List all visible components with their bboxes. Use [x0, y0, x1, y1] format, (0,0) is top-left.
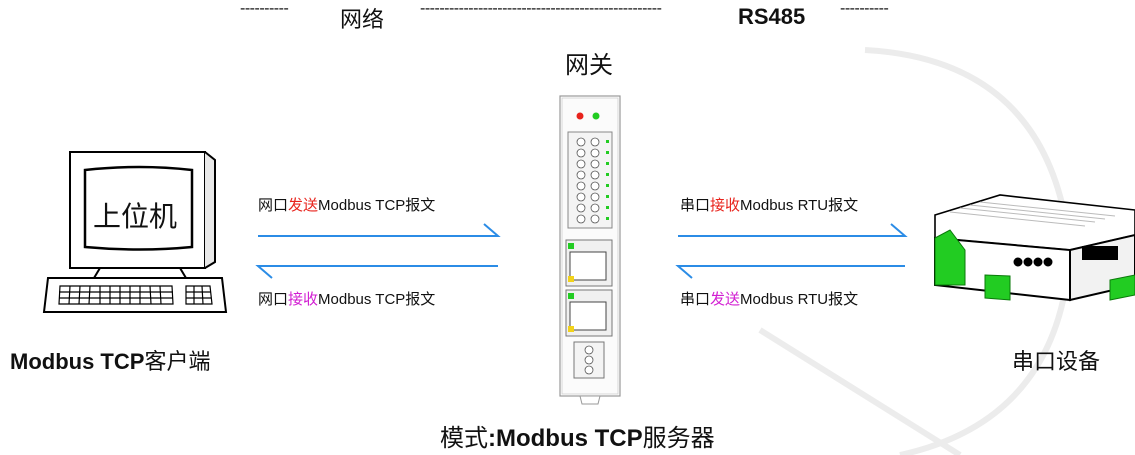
- left-send-message: 网口发送Modbus TCP报文: [258, 194, 435, 215]
- left-arrows: [255, 223, 501, 279]
- header-dashes-right: ----------: [840, 0, 889, 17]
- left-receive-protocol: Modbus TCP: [318, 291, 406, 308]
- arrow-receive-from-gateway: [255, 265, 498, 279]
- right-receive-protocol: Modbus RTU: [740, 197, 829, 214]
- left-receive-message: 网口接收Modbus TCP报文: [258, 288, 435, 309]
- serial-device-icon: [934, 194, 1135, 302]
- mode-role: 服务器: [642, 424, 715, 452]
- right-send-suffix: 报文: [828, 290, 859, 308]
- pc-computer-icon: [42, 151, 228, 313]
- pc-caption-protocol: Modbus TCP: [10, 349, 145, 374]
- arrow-send-to-gateway: [258, 223, 501, 237]
- gateway-title: 网关: [565, 51, 613, 79]
- network-label: 网络: [340, 8, 385, 33]
- arrow-to-serial-device: [678, 223, 908, 237]
- right-arrows: [675, 223, 908, 279]
- pc-caption: Modbus TCP客户端: [10, 344, 210, 376]
- left-receive-action: 接收: [288, 290, 319, 308]
- mode-protocol: :Modbus TCP: [488, 425, 643, 452]
- left-send-suffix: 报文: [405, 196, 436, 214]
- left-send-action: 发送: [288, 196, 319, 214]
- right-send-protocol: Modbus RTU: [740, 291, 829, 308]
- right-receive-suffix: 报文: [828, 196, 859, 214]
- left-receive-prefix: 网口: [258, 290, 289, 308]
- right-receive-action: 接收: [710, 196, 741, 214]
- right-send-prefix: 串口: [680, 290, 711, 308]
- device-caption: 串口设备: [1012, 350, 1101, 375]
- left-send-prefix: 网口: [258, 196, 289, 214]
- gateway-device-icon: [559, 95, 621, 405]
- pc-caption-role: 客户端: [144, 350, 211, 375]
- right-receive-message: 串口接收Modbus RTU报文: [680, 194, 858, 215]
- right-send-action: 发送: [710, 290, 741, 308]
- pc-screen-label: 上位机: [93, 200, 178, 233]
- mode-caption: 模式:Modbus TCP服务器: [440, 418, 715, 453]
- mode-prefix: 模式: [440, 424, 488, 452]
- right-receive-prefix: 串口: [680, 196, 711, 214]
- header-dashes-left: ----------: [240, 0, 289, 17]
- left-send-protocol: Modbus TCP: [318, 197, 406, 214]
- arrow-from-serial-device: [675, 265, 905, 279]
- rs485-label: RS485: [738, 4, 806, 29]
- left-receive-suffix: 报文: [405, 290, 436, 308]
- header-dashes-middle: ----------------------------------------…: [420, 0, 662, 17]
- right-send-message: 串口发送Modbus RTU报文: [680, 288, 858, 309]
